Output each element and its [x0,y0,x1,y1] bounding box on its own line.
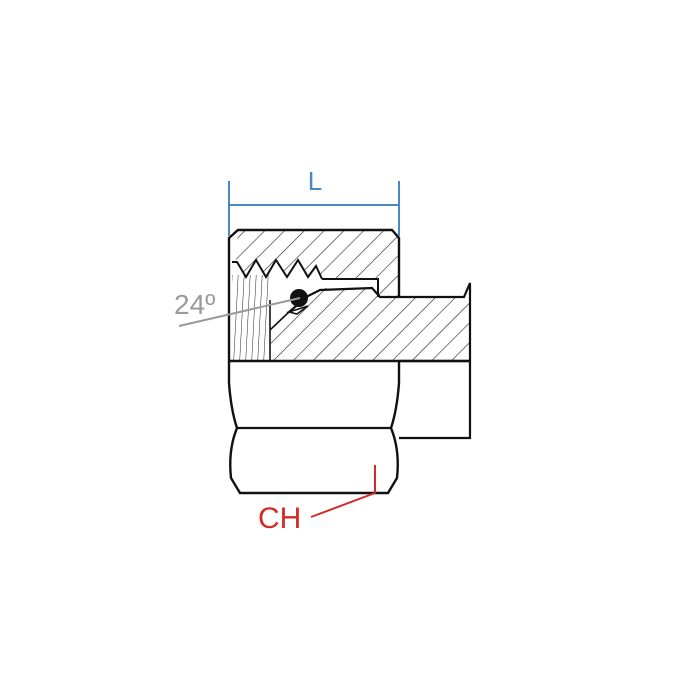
tube-stub-outline [399,359,472,440]
angle-label: 24º [174,289,215,320]
nut-hex-view [227,361,401,495]
hex-leader [310,492,376,518]
body-outline [288,282,472,361]
oring-seat [286,305,309,315]
thread-teeth [232,258,323,280]
nut-outline-upper [227,228,401,361]
nut-section [227,228,401,361]
body-section [269,282,472,361]
length-label: L [308,166,322,196]
angle-callout: 24º [174,289,301,327]
nut-wall-hatch [232,230,399,297]
thread-strip [232,275,270,360]
tube-stub-view [399,359,472,440]
body-hatch [270,283,470,361]
angle-leader [178,297,301,327]
hex-outline [227,361,401,495]
body-inner-left [269,311,290,331]
length-dimension: L [228,166,400,236]
nut-inner-step [322,278,379,297]
hex-label: CH [258,502,301,535]
hex-callout: CH [258,465,376,535]
